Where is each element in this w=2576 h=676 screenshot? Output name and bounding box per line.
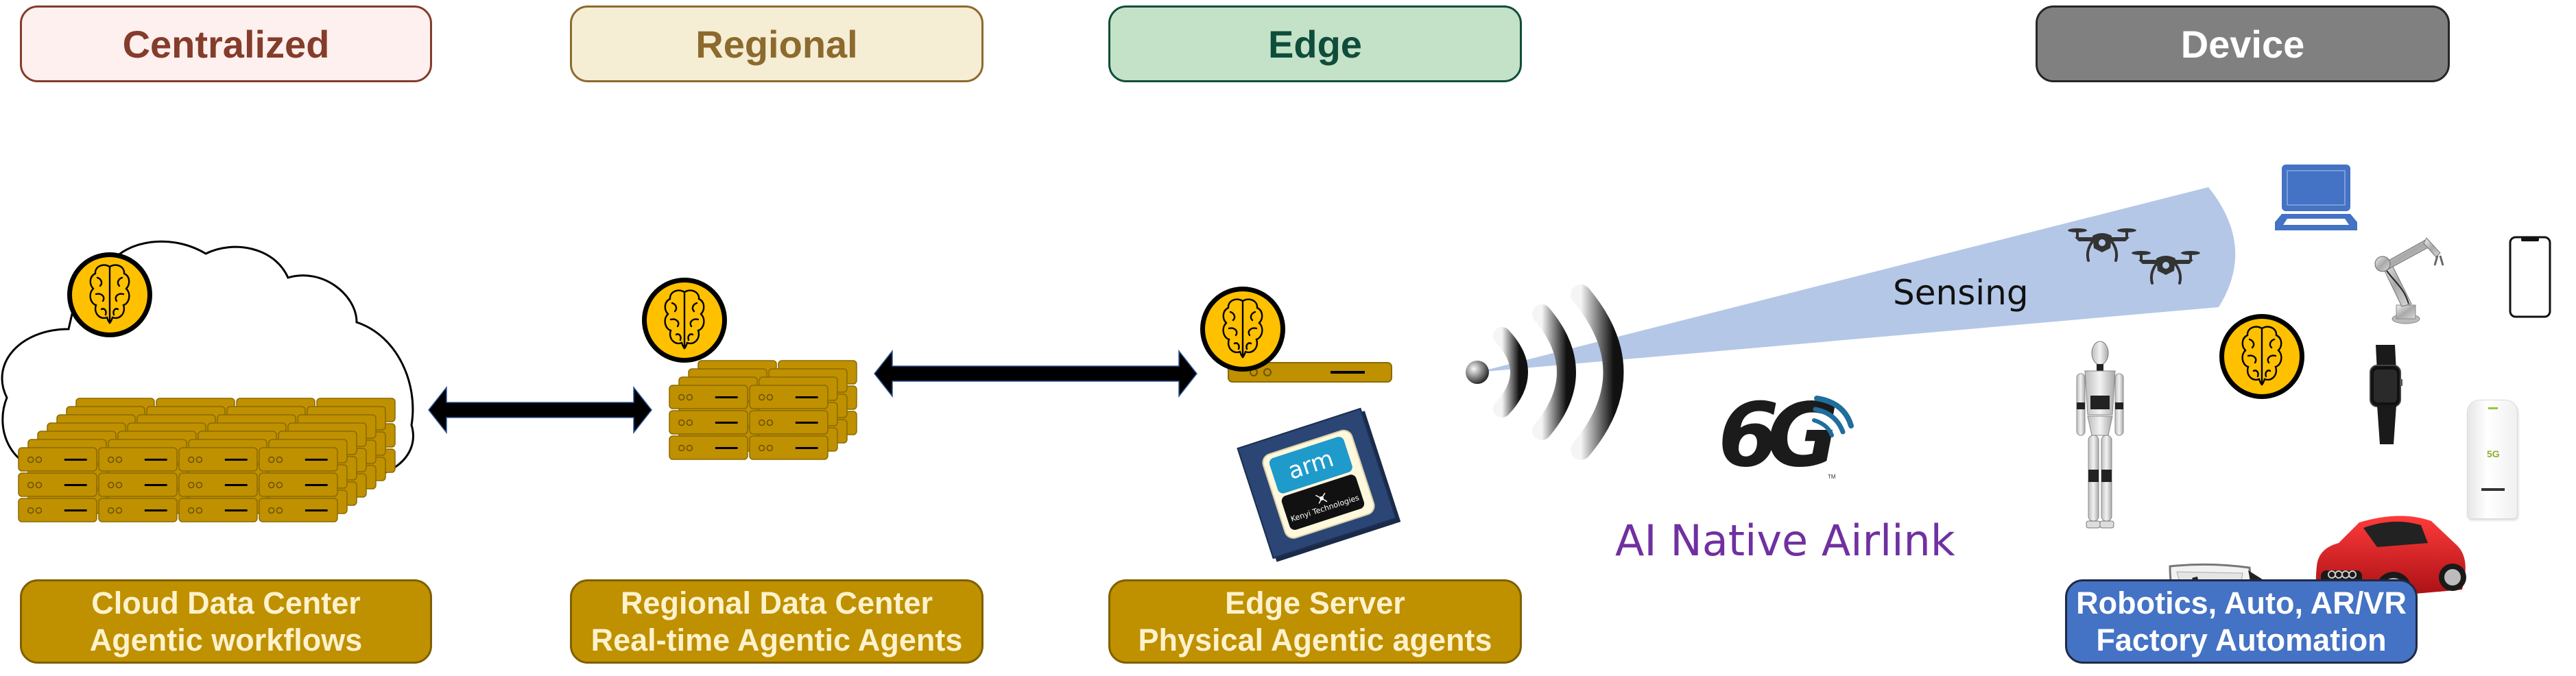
6g-logo-text: 6G — [1718, 385, 1839, 487]
server-unit — [259, 472, 338, 497]
brain-icon — [89, 264, 130, 324]
bidirectional-arrow-icon[interactable] — [874, 349, 1197, 398]
tier-footer-regional: Regional Data Center Real-time Agentic A… — [570, 579, 983, 664]
server-unit — [18, 472, 97, 497]
footer-line-1: Cloud Data Center — [91, 585, 361, 620]
server-unit — [98, 447, 178, 472]
tier-footer-centralized: Cloud Data Center Agentic workflows — [20, 579, 432, 664]
drone-icon — [2132, 251, 2200, 285]
footer-line-1: Robotics, Auto, AR/VR — [2076, 585, 2407, 620]
server-unit — [749, 410, 828, 435]
tier-header-device: Device — [2036, 5, 2450, 82]
smartphone-icon — [2509, 236, 2551, 318]
robot-arm-icon — [2374, 237, 2444, 324]
tier-header-edge: Edge — [1108, 5, 1522, 82]
edge-server-icon — [1228, 362, 1392, 383]
arm-chip: arm Kenyi Technologies — [1237, 407, 1397, 559]
tier-header-label: Regional — [695, 22, 858, 66]
humanoid-robot-icon — [2076, 341, 2124, 529]
bidirectional-arrow-icon[interactable] — [428, 385, 652, 435]
server-unit — [749, 385, 828, 409]
brain-badge-centralized — [67, 252, 152, 337]
tier-header-label: Centralized — [122, 22, 330, 66]
5g-router-icon: 5G — [2467, 400, 2518, 519]
router-label: 5G — [2487, 448, 2500, 459]
server-unit — [18, 498, 97, 522]
network-node-icon — [1315, 492, 1328, 504]
wireless-signal-icon — [1466, 285, 1624, 460]
footer-line-2: Agentic workflows — [89, 622, 363, 657]
brain-badge-regional — [642, 278, 727, 363]
server-unit — [18, 447, 97, 472]
tier-header-label: Device — [2180, 22, 2305, 66]
tier-footer-device: Robotics, Auto, AR/VR Factory Automation — [2065, 579, 2418, 664]
server-unit — [98, 498, 178, 522]
server-unit — [178, 447, 258, 472]
server-unit — [178, 498, 258, 522]
sensing-label: Sensing — [1893, 273, 2029, 313]
server-unit — [669, 410, 748, 435]
laptop-icon — [2275, 165, 2357, 230]
brain-badge-device — [2219, 314, 2304, 399]
server-unit — [98, 472, 178, 497]
footer-line-2: Factory Automation — [2096, 622, 2387, 657]
server-rack-icon — [669, 360, 857, 460]
brain-icon — [1222, 298, 1263, 359]
signal-arcs-icon — [1812, 396, 1854, 437]
tier-footer-edge: Edge Server Physical Agentic agents — [1108, 579, 1522, 664]
router-vent — [2481, 488, 2505, 491]
server-unit — [259, 447, 338, 472]
tier-header-regional: Regional — [570, 5, 983, 82]
brain-icon — [2241, 326, 2282, 386]
airlink-label: AI Native Airlink — [1615, 516, 1955, 566]
server-unit — [259, 498, 338, 522]
footer-line-1: Regional Data Center — [620, 585, 933, 620]
tier-header-centralized: Centralized — [20, 5, 432, 82]
server-rack-icon — [18, 398, 396, 522]
server-unit — [669, 435, 748, 460]
router-led — [2488, 407, 2498, 409]
footer-line-1: Edge Server — [1225, 585, 1405, 620]
brain-icon — [664, 289, 705, 350]
vendor-plate: Kenyi Technologies — [1280, 473, 1366, 531]
server-unit — [669, 385, 748, 409]
6g-logo: 6G TM — [1718, 385, 1855, 487]
server-unit — [749, 435, 828, 460]
sensing-beam — [1477, 187, 2236, 372]
drone-icon — [2068, 228, 2136, 262]
smartwatch-icon — [2370, 345, 2402, 444]
footer-line-2: Real-time Agentic Agents — [591, 622, 963, 657]
trademark: TM — [1828, 474, 1836, 480]
server-unit — [178, 472, 258, 497]
tier-header-label: Edge — [1268, 22, 1362, 66]
footer-line-2: Physical Agentic agents — [1138, 622, 1492, 657]
brain-badge-edge — [1200, 287, 1285, 372]
